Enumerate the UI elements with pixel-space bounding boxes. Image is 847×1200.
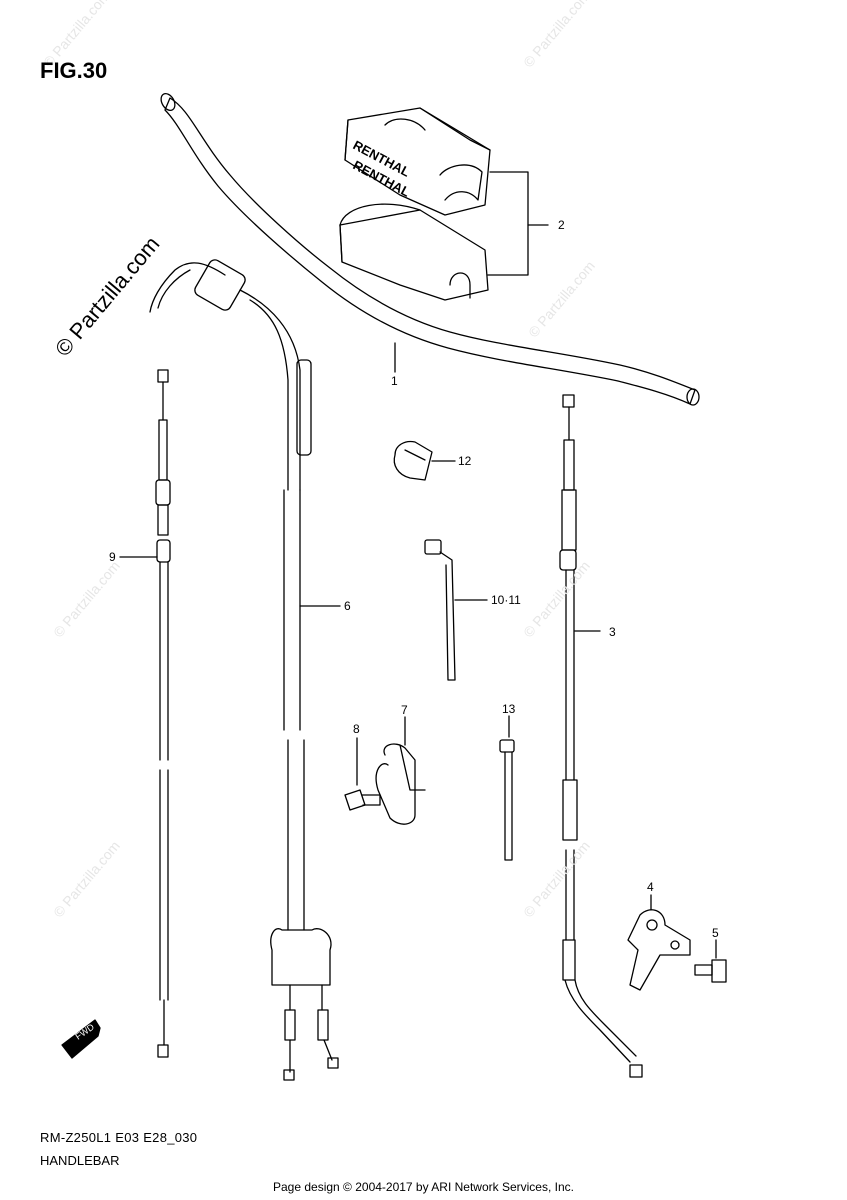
model-code: RM-Z250L1 E03 E28_030: [40, 1130, 198, 1145]
fwd-arrow-icon: FWD: [61, 1019, 101, 1059]
callout-9[interactable]: 9: [109, 550, 116, 564]
cable-9[interactable]: [155, 369, 171, 1058]
figure-title: FIG.30: [40, 58, 108, 83]
section-name: HANDLEBAR: [40, 1153, 120, 1168]
callout-7[interactable]: 7: [401, 703, 408, 717]
footer-credit: Page design © 2004-2017 by ARI Network S…: [272, 1180, 574, 1194]
cable-tie-13[interactable]: [499, 739, 515, 861]
throttle-cables[interactable]: [149, 258, 339, 1081]
callout-10-11[interactable]: 10·11: [491, 593, 521, 607]
bolt-8[interactable]: [344, 789, 381, 811]
callout-12[interactable]: 12: [458, 454, 472, 468]
callout-bracket-2: [487, 171, 529, 276]
callout-8[interactable]: 8: [353, 722, 360, 736]
callout-1[interactable]: 1: [391, 374, 398, 388]
callout-6[interactable]: 6: [344, 599, 351, 613]
callout-3[interactable]: 3: [609, 625, 616, 639]
clip-12[interactable]: [393, 440, 433, 481]
bolt-5[interactable]: [694, 959, 727, 983]
clamp-7[interactable]: [375, 743, 426, 825]
handlebar[interactable]: [158, 91, 700, 406]
callout-2[interactable]: 2: [558, 218, 565, 232]
clutch-cable-3[interactable]: [559, 394, 643, 1078]
cable-tie-10-11[interactable]: [424, 539, 456, 681]
callout-5[interactable]: 5: [712, 926, 719, 940]
bar-pad[interactable]: RENTHAL RENTHAL: [339, 107, 491, 301]
bracket-4[interactable]: [627, 909, 691, 991]
callout-13[interactable]: 13: [502, 702, 516, 716]
callout-4[interactable]: 4: [647, 880, 654, 894]
